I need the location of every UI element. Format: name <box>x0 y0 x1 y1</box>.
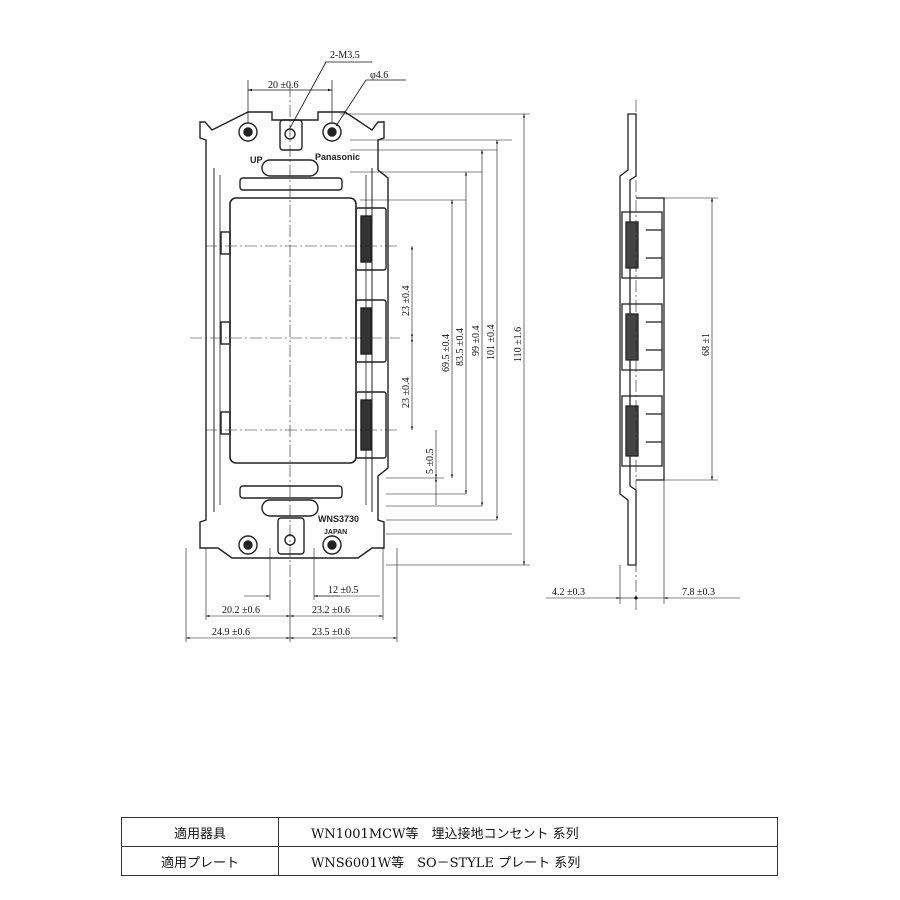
brand-marking: Panasonic <box>315 152 360 162</box>
mounting-hole-bottom-left <box>238 535 258 555</box>
hole-callout: φ4.6 <box>370 70 388 81</box>
frame-outline <box>199 111 389 559</box>
terminal-block-1 <box>355 207 387 271</box>
dim-20-2: 20.2 ±0.6 <box>222 605 260 616</box>
mounting-hole-top-left <box>238 122 258 142</box>
side-terminal-2 <box>621 303 663 371</box>
origin-marking: JAPAN <box>324 529 347 536</box>
mounting-hole-bottom-right <box>322 535 342 555</box>
terminal-block-3 <box>355 391 387 459</box>
dim-110: 110 ±1.6 <box>513 327 524 362</box>
dim-99: 99 ±0.4 <box>471 326 482 357</box>
spec-value: WNS6001W等 SO－STYLE プレート 系列 <box>278 846 778 876</box>
up-marking: UP <box>250 155 263 165</box>
dim-12: 12 ±0.5 <box>328 585 359 596</box>
dim-23-5: 23.5 ±0.6 <box>312 627 350 638</box>
spec-row: 適用プレート WNS6001W等 SO－STYLE プレート 系列 <box>121 846 778 876</box>
dim-69-5: 69.5 ±0.4 <box>441 334 452 372</box>
dim-offset: 5 ±0.5 <box>425 449 436 475</box>
terminal-block-2 <box>355 299 387 363</box>
mounting-hole-top-right <box>322 122 342 142</box>
side-view <box>619 100 665 610</box>
side-dim-left: 4.2 ±0.3 <box>552 587 585 598</box>
spec-value: WN1001MCW等 埋込接地コンセント 系列 <box>278 817 778 847</box>
model-marking: WNS3730 <box>318 514 359 524</box>
dim-23-2: 23.2 ±0.6 <box>312 605 350 616</box>
dim-screw-spacing: 20 ±0.6 <box>268 80 299 91</box>
dim-pitch-upper: 23 ±0.4 <box>401 286 412 317</box>
side-terminal-3 <box>621 395 663 467</box>
dim-101: 101 ±0.4 <box>486 325 497 361</box>
screw-callout: 2-M3.5 <box>330 50 360 61</box>
dim-83-5: 83.5 ±0.4 <box>455 328 466 366</box>
dim-24-9: 24.9 ±0.6 <box>212 627 250 638</box>
spec-table: 適用器具 WN1001MCW等 埋込接地コンセント 系列 適用プレート WNS6… <box>121 817 778 876</box>
front-view <box>190 85 400 580</box>
dim-pitch-lower: 23 ±0.4 <box>401 378 412 409</box>
side-dim-right: 7.8 ±0.3 <box>682 587 715 598</box>
spec-row: 適用器具 WN1001MCW等 埋込接地コンセント 系列 <box>121 817 778 847</box>
side-dim-height: 68 ±1 <box>701 333 712 356</box>
spec-key: 適用プレート <box>121 846 279 876</box>
spec-key: 適用器具 <box>121 817 279 847</box>
module-cavity <box>229 197 357 464</box>
side-terminal-1 <box>621 211 663 279</box>
